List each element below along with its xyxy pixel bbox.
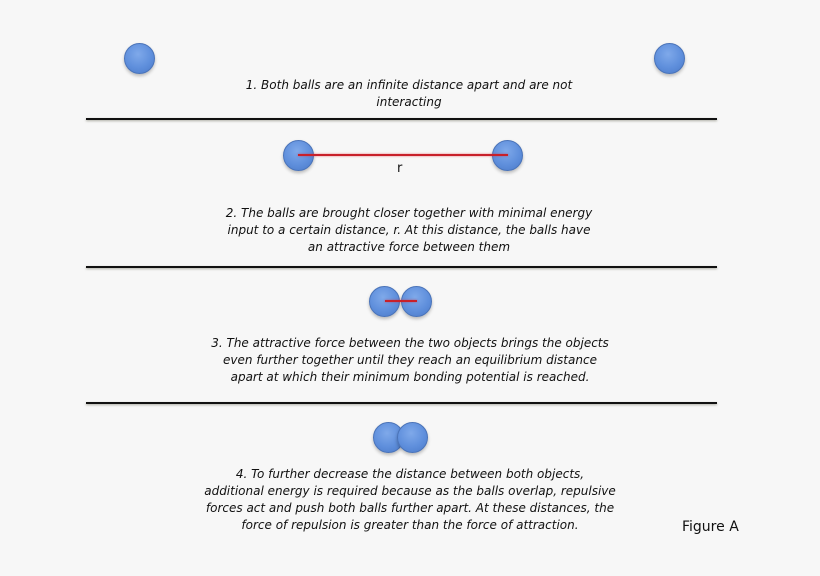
divider-1	[86, 118, 717, 120]
divider-2	[86, 266, 717, 268]
divider-3	[86, 402, 717, 404]
bond-line	[298, 154, 508, 156]
stage-4-caption: 4. To further decrease the distance betw…	[204, 467, 616, 532]
figure-label: Figure A	[682, 519, 739, 535]
ball-right	[654, 43, 685, 74]
stage-3-caption: 3. The attractive force between the two …	[211, 336, 609, 384]
distance-label: r	[397, 161, 403, 176]
bond-line	[385, 300, 417, 302]
ball-left	[124, 43, 155, 74]
stage-2-caption: 2. The balls are brought closer together…	[225, 206, 593, 254]
ball-left	[369, 286, 400, 317]
stage-1-caption: 1. Both balls are an infinite distance a…	[245, 78, 573, 109]
ball-right	[397, 422, 428, 453]
